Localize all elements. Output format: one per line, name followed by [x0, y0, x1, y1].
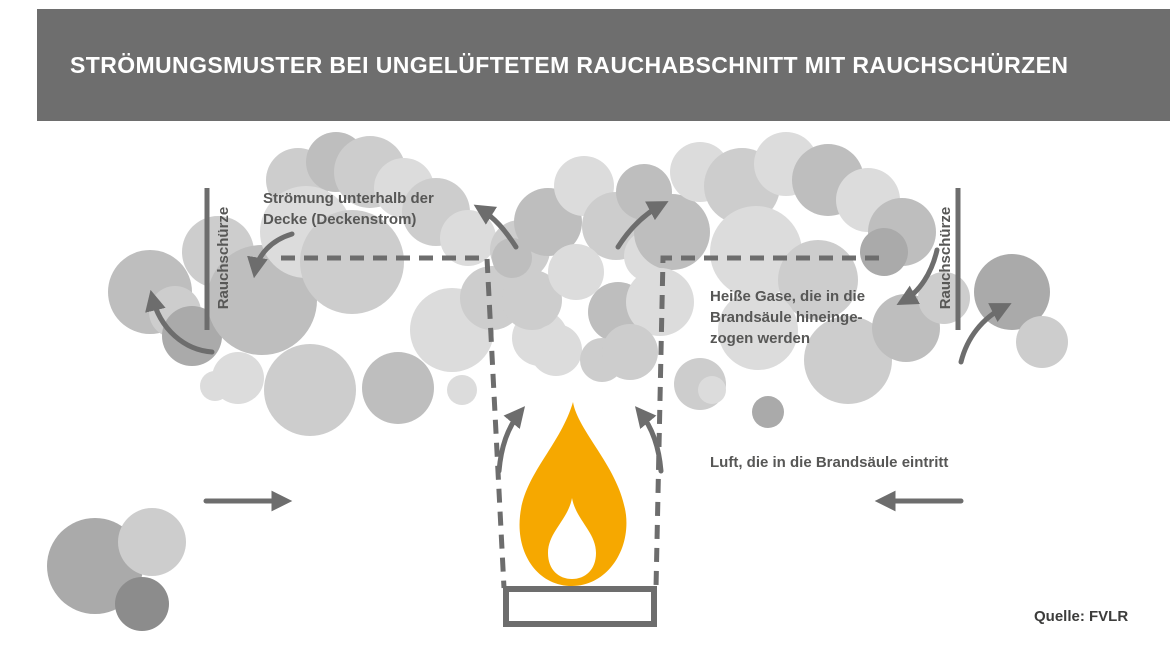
- source-credit: Quelle: FVLR: [1034, 608, 1128, 625]
- smoke-puff: [530, 324, 582, 376]
- smoke-puff: [264, 344, 356, 436]
- smoke-puff: [502, 270, 562, 330]
- smoke-puff: [548, 244, 604, 300]
- flame-outer-shape: [519, 402, 627, 586]
- hot-gases-label: Heiße Gase, die in die Brandsäule hinein…: [710, 288, 865, 347]
- arrow-plume-top-right: [615, 201, 669, 250]
- smoke-puff: [115, 577, 169, 631]
- smoke-puff: [300, 210, 404, 314]
- ceiling-flow-label-line2: Decke (Deckenstrom): [263, 211, 416, 228]
- smoke-puff: [447, 375, 477, 405]
- hot-gases-label-line2: Brandsäule hineinge-: [710, 309, 863, 326]
- smoke-puff: [698, 376, 726, 404]
- flame-icon: [519, 402, 627, 586]
- smoke-cloud-center: [490, 156, 676, 282]
- smoke-cloud-left: [108, 132, 568, 436]
- flame-inner-shape: [548, 498, 596, 579]
- page-title: STRÖMUNGSMUSTER BEI UNGELÜFTETEM RAUCHAB…: [70, 51, 1069, 78]
- arrow-left-cloud-spread: [145, 289, 215, 355]
- smoke-curtain-right-label: Rauchschürze: [937, 207, 954, 310]
- hot-gases-label-line1: Heiße Gase, die in die: [710, 288, 865, 305]
- smoke-puff: [718, 290, 798, 370]
- smoke-puff: [860, 228, 908, 276]
- arrow-plume-top-left: [473, 204, 519, 250]
- arrow-air-inlet-left: [496, 406, 526, 474]
- smoke-puff: [1016, 316, 1068, 368]
- hot-gases-label-line3: zogen werden: [710, 330, 810, 347]
- header-bar: STRÖMUNGSMUSTER BEI UNGELÜFTETEM RAUCHAB…: [37, 9, 1170, 121]
- fire-source-box: [503, 586, 657, 627]
- dashed-boundary-right: [653, 255, 879, 589]
- smoke-puff: [752, 396, 784, 428]
- smoke-puff: [602, 324, 658, 380]
- air-entry-label: Luft, die in die Brandsäule eintritt: [710, 454, 948, 471]
- smoke-puff: [804, 316, 892, 404]
- smoke-puff: [118, 508, 186, 576]
- arrow-ceiling-flow: [247, 231, 295, 279]
- smoke-cloud-right: [602, 132, 1068, 428]
- smoke-puff: [362, 352, 434, 424]
- arrow-right-cloud-spread: [958, 303, 1012, 365]
- smoke-puff: [492, 238, 532, 278]
- ceiling-flow-label: Strömung unterhalb der Decke (Deckenstro…: [263, 190, 434, 228]
- smoke-curtain-left-label: Rauchschürze: [215, 207, 232, 310]
- smoke-plume-interior: [492, 238, 648, 382]
- smoke-puff: [200, 371, 230, 401]
- arrow-air-inlet-right: [634, 406, 664, 474]
- dashed-boundary-left: [281, 255, 507, 589]
- smoke-cloud-bottom-left: [47, 508, 186, 631]
- arrow-hot-gases: [896, 247, 940, 306]
- ceiling-flow-label-line1: Strömung unterhalb der: [263, 190, 434, 207]
